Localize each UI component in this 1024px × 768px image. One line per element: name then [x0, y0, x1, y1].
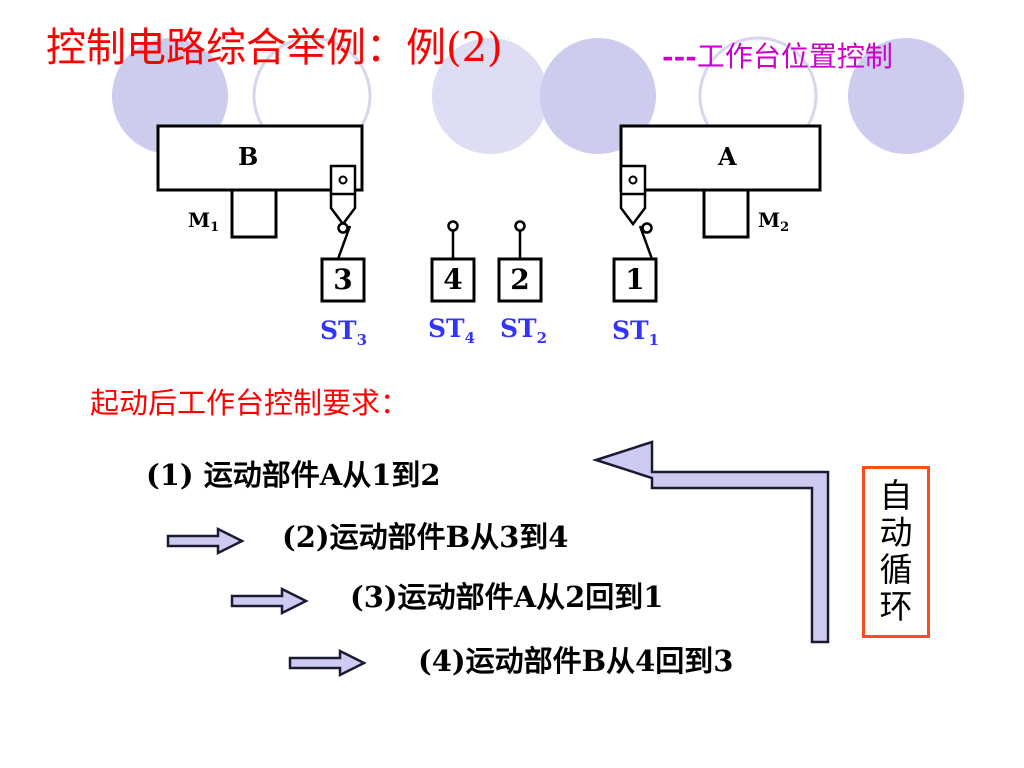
- step-arrow-3: [230, 586, 309, 616]
- switch-2-label: ST2: [500, 316, 547, 346]
- cam-a: [619, 194, 647, 227]
- motor-m1-sub: 1: [210, 220, 220, 235]
- switch-2-label-sub: 2: [536, 329, 548, 347]
- table-b-label: B: [238, 142, 259, 171]
- deco-circle: [848, 38, 964, 154]
- switch-2-box: [497, 257, 543, 303]
- switch-4-number: 4: [443, 263, 463, 296]
- page-title: 控制电路综合举例：例(2): [46, 25, 503, 71]
- switch-1-box: [612, 257, 658, 303]
- stopper-b: [329, 164, 357, 196]
- motor-m2-main: M: [758, 208, 781, 232]
- switch-1-label-main: ST: [612, 316, 649, 345]
- switch-3-number: 3: [333, 263, 353, 296]
- stopper-b-dot: [338, 175, 348, 185]
- auto-cycle-box: 自 动 循 环: [862, 466, 930, 638]
- step-3: (3)运动部件A从2回到1: [350, 580, 664, 614]
- switch-3-label-main: ST: [320, 316, 357, 345]
- step-4: (4)运动部件B从4回到3: [418, 644, 734, 678]
- auto-cycle-char: 自: [879, 476, 913, 516]
- switch-4-label: ST4: [428, 316, 475, 346]
- requirements-title: 起动后工作台控制要求：: [90, 386, 410, 420]
- page-subtitle: ---工作台位置控制: [662, 40, 893, 74]
- auto-cycle-char: 环: [879, 586, 913, 626]
- subtitle-text: 工作台位置控制: [696, 40, 893, 73]
- switch-1-label: ST1: [612, 318, 659, 348]
- cycle-return-arrow: [591, 440, 830, 644]
- switch-3-box: [320, 257, 366, 303]
- switch-1-contact: [641, 222, 653, 234]
- switch-1-label-sub: 1: [648, 331, 660, 349]
- cam-b: [329, 194, 357, 227]
- step-1: (1) 运动部件A从1到2: [146, 458, 441, 492]
- motor-m2: [702, 188, 750, 239]
- switch-2-contact: [514, 220, 526, 232]
- motor-m1: [230, 188, 278, 239]
- step-arrow-4: [288, 648, 367, 678]
- switch-1-number: 1: [625, 263, 645, 296]
- motor-m2-label: M2: [758, 210, 789, 234]
- switch-3-label: ST3: [320, 318, 367, 348]
- table-b: [156, 124, 364, 192]
- switch-4-label-main: ST: [428, 314, 465, 343]
- motor-m2-sub: 2: [780, 220, 790, 235]
- switch-4-label-sub: 4: [464, 329, 476, 347]
- step-2: (2)运动部件B从3到4: [282, 520, 569, 554]
- step-arrow-2: [166, 526, 245, 556]
- switch-3-lever: [336, 225, 352, 260]
- motor-m1-main: M: [188, 208, 211, 232]
- switch-3-label-sub: 3: [356, 331, 368, 349]
- switch-4-box: [430, 257, 476, 303]
- table-a-label: A: [718, 142, 737, 171]
- motor-m1-label: M1: [188, 210, 219, 234]
- switch-3-contact: [337, 222, 349, 234]
- switch-2-number: 2: [510, 263, 530, 296]
- subtitle-dashes: ---: [662, 40, 697, 73]
- switch-1-lever: [638, 225, 654, 260]
- deco-circle: [432, 38, 548, 154]
- switch-2-label-main: ST: [500, 314, 537, 343]
- stopper-a-dot: [628, 175, 638, 185]
- auto-cycle-char: 循: [879, 550, 913, 589]
- stopper-a: [619, 164, 647, 196]
- auto-cycle-char: 动: [879, 513, 913, 553]
- switch-4-contact: [447, 220, 459, 232]
